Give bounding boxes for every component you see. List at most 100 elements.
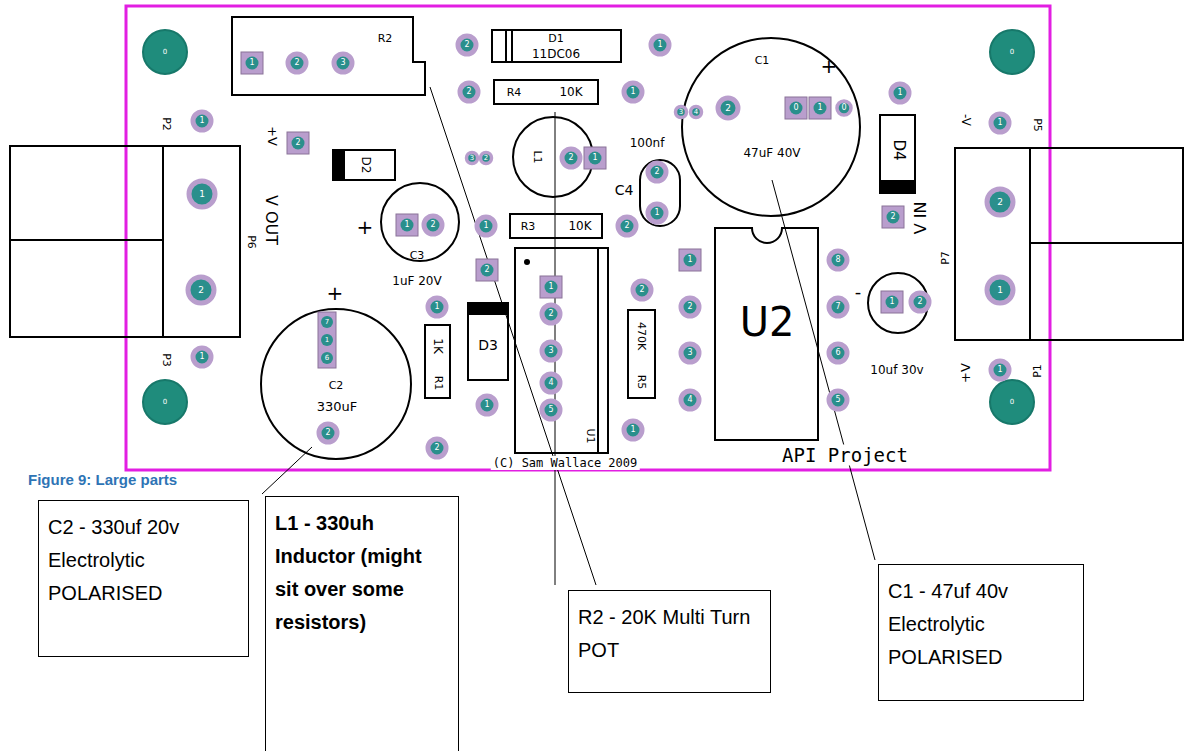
callout-text: L1 - 330uh Inductor (might sit over some…	[275, 507, 449, 639]
mounting-hole	[143, 380, 187, 424]
pad	[829, 344, 847, 362]
square-pad	[584, 147, 606, 169]
potentiometer-outline	[232, 17, 425, 95]
pad-number: 1	[325, 337, 329, 344]
part-label: P3	[161, 353, 172, 367]
pad-number: 2	[430, 221, 435, 229]
part-label: +V	[959, 363, 972, 383]
resistor-outline	[510, 214, 602, 238]
pad-number: 1	[817, 104, 822, 112]
ic-outline	[715, 228, 818, 440]
part-label: 1uF 20V	[392, 275, 441, 287]
terminal-body	[163, 146, 240, 337]
terminal-pad	[987, 189, 1013, 215]
leader-line	[262, 447, 312, 494]
pad	[676, 107, 687, 118]
pad-number: 5	[548, 406, 553, 414]
pad	[292, 137, 305, 150]
pad-number: 1	[997, 366, 1002, 374]
square-pad	[476, 259, 498, 281]
pad	[911, 293, 929, 311]
diode-outline	[333, 150, 395, 180]
pad-number: 0	[793, 104, 798, 112]
pad-number: 2	[917, 298, 922, 306]
pad	[321, 352, 333, 364]
pad-number: 2	[568, 154, 573, 162]
regulator-tab	[597, 248, 599, 453]
part-label: 11DC06	[532, 48, 580, 60]
part-label: P5	[1032, 118, 1043, 132]
part-label: P1	[1032, 364, 1043, 378]
pad	[458, 36, 476, 54]
mounting-hole	[990, 30, 1034, 74]
part-label: +	[357, 217, 374, 237]
diode-band	[511, 30, 513, 62]
pad	[718, 98, 738, 118]
pad	[424, 216, 442, 234]
part-label: R2	[378, 33, 393, 44]
pad	[193, 112, 211, 130]
pad	[321, 316, 333, 328]
pad-number: 3	[679, 109, 683, 116]
pad	[991, 114, 1009, 132]
terminal-block	[1030, 148, 1183, 340]
pad-number: 2	[548, 310, 553, 318]
pad	[321, 334, 333, 346]
part-label: D2	[360, 157, 372, 174]
pad	[562, 149, 580, 167]
terminal-divider	[1030, 242, 1183, 244]
pad-number: 4	[687, 396, 692, 404]
pad	[651, 36, 669, 54]
square-pad	[287, 132, 309, 154]
pad	[589, 152, 602, 165]
pad-number: 2	[484, 266, 489, 274]
part-label: R3	[521, 221, 536, 232]
mounting-hole	[990, 380, 1034, 424]
part-label: U1	[585, 428, 596, 443]
pad-number: 2	[687, 303, 692, 311]
pad	[887, 211, 900, 224]
hole-number: 0	[1010, 399, 1014, 406]
part-label: R5	[636, 375, 647, 390]
pad-number: 6	[325, 355, 329, 362]
part-label: 10K	[559, 86, 582, 98]
hole-number: 0	[163, 399, 167, 406]
pad	[460, 83, 478, 101]
pad	[193, 348, 211, 366]
callout-box: C2 - 330uf 20v Electrolytic POLARISED	[38, 500, 249, 657]
square-pad	[679, 249, 701, 271]
hole-number: 0	[163, 49, 167, 56]
pad-number: 5	[835, 396, 840, 404]
part-label: D3	[478, 338, 498, 352]
part-label: C4	[615, 183, 634, 197]
pad	[481, 153, 492, 164]
board-outline	[126, 6, 1050, 470]
pad-number: 2	[725, 104, 731, 113]
pad-number: 2	[198, 286, 204, 295]
callout-box: R2 - 20K Multi Turn POT	[568, 590, 771, 693]
pad-number: 1	[483, 222, 488, 230]
pad-number: 1	[199, 353, 204, 361]
pad	[428, 439, 446, 457]
terminal-pad	[987, 277, 1013, 303]
square-pad	[809, 97, 831, 119]
pad-number: 4	[548, 379, 553, 387]
diode-band	[880, 180, 915, 193]
pad	[829, 298, 847, 316]
square-pad	[241, 52, 263, 74]
part-label: C1	[755, 55, 770, 66]
terminal-body	[955, 148, 1030, 340]
pad	[624, 83, 642, 101]
pad	[681, 344, 699, 362]
part-label: R4	[507, 87, 522, 98]
pad-number: 2	[654, 168, 659, 176]
part-label: P2	[161, 117, 172, 131]
pad	[246, 57, 259, 70]
part-label: V OUT	[263, 195, 279, 245]
part-label: 10K	[568, 220, 591, 232]
part-label: C2	[329, 380, 344, 391]
pad	[542, 374, 560, 392]
pad-number: 2	[997, 198, 1003, 207]
resistor-outline	[628, 310, 655, 398]
